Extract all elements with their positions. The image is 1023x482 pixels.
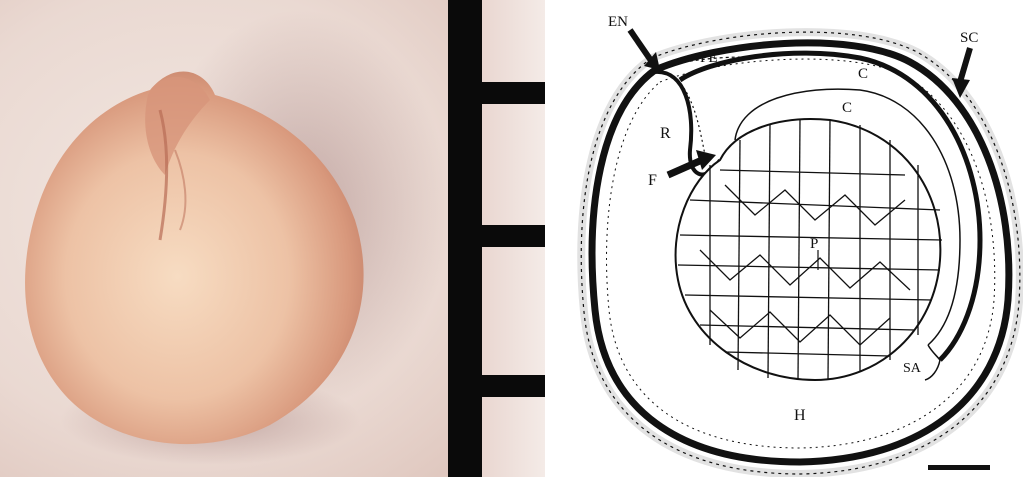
label-hypocotyl: H bbox=[794, 407, 806, 424]
plumule-outline bbox=[676, 119, 941, 380]
label-perisperm: PE bbox=[700, 50, 718, 66]
ruler-tick bbox=[448, 82, 545, 104]
scale-bar bbox=[928, 465, 990, 470]
label-cotyledon-outer: C bbox=[858, 66, 868, 82]
shoot-apex-hook bbox=[925, 360, 940, 380]
label-shoot-apex: SA bbox=[903, 361, 922, 376]
ruler-tick bbox=[448, 375, 545, 397]
plumule-cell-mass bbox=[676, 119, 942, 380]
label-plumule: P bbox=[810, 236, 818, 252]
label-funicle: F bbox=[648, 172, 657, 189]
label-cotyledon-inner: C bbox=[842, 100, 852, 116]
label-endosperm: EN bbox=[608, 14, 628, 30]
label-seed-coat: SC bbox=[960, 30, 978, 46]
shoot-apex-tip bbox=[928, 345, 940, 360]
seed-photograph bbox=[0, 0, 545, 477]
seed-section-drawing: EN PE SC C C R F P SA H bbox=[560, 0, 1023, 477]
seed-photo-svg bbox=[0, 0, 545, 477]
section-diagram-svg: EN PE SC C C R F P SA H bbox=[560, 0, 1023, 477]
label-radicle: R bbox=[660, 125, 671, 142]
ruler-tick bbox=[448, 225, 545, 247]
